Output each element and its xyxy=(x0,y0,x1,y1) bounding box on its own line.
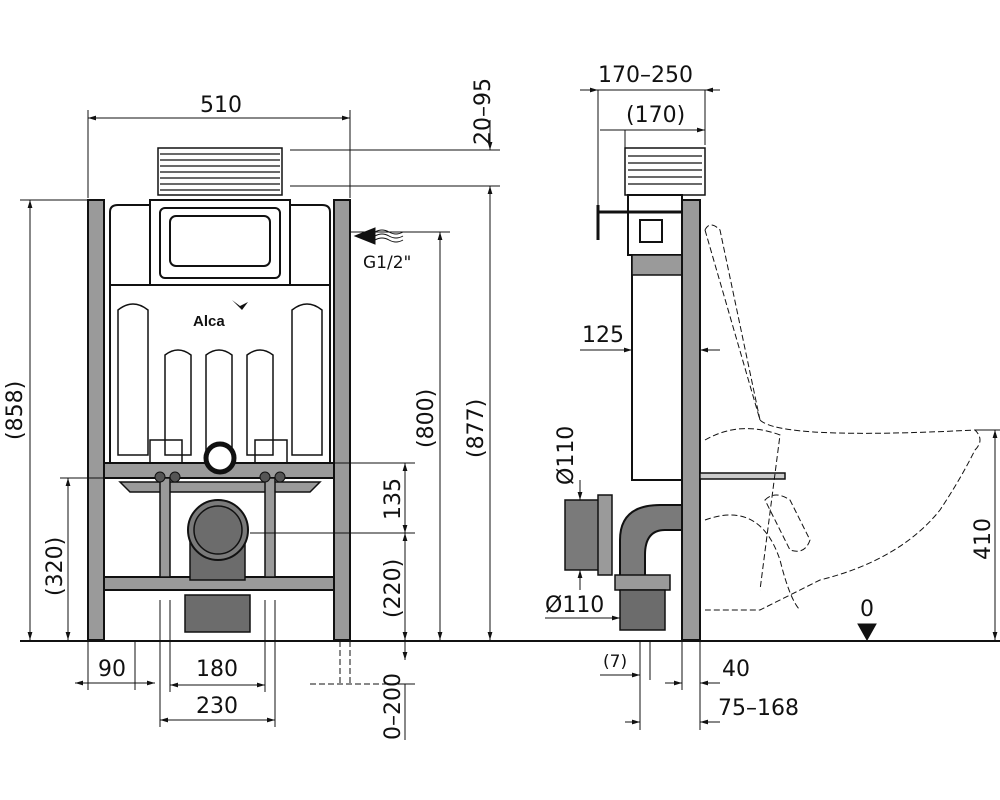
dim-drain-spacing: 180 xyxy=(196,657,238,682)
side-frame xyxy=(564,147,786,641)
dim-drain-height: (220) xyxy=(381,559,406,618)
dim-water-inlet: G1/2" xyxy=(363,253,411,273)
dim-offset-small: (7) xyxy=(603,652,627,672)
front-frame xyxy=(87,147,351,641)
dim-inlet-height: (800) xyxy=(414,389,439,448)
floor-zero-marker-icon xyxy=(857,623,877,642)
alca-logo: Alca xyxy=(193,313,225,330)
dim-cistern-depth: 125 xyxy=(582,323,624,348)
dim-offset-range: 75–168 xyxy=(718,696,799,721)
bird-logo-icon xyxy=(232,300,248,310)
dim-drain-diameter-top: Ø110 xyxy=(554,426,579,485)
floor-zero-label: 0 xyxy=(860,597,874,622)
side-dimension-lines xyxy=(545,87,1000,730)
dim-frame-height: (858) xyxy=(3,381,28,440)
dim-floor-range: 0–200 xyxy=(381,673,406,740)
dim-support-spacing: 230 xyxy=(196,694,238,719)
water-inlet-arrow-icon xyxy=(353,227,376,245)
dim-depth: (170) xyxy=(626,103,685,128)
dim-bowl-height: 410 xyxy=(971,518,996,560)
dim-crossbar-height: (320) xyxy=(43,537,68,596)
dim-drain-offset: 135 xyxy=(381,478,406,520)
dim-total-height: (877) xyxy=(464,399,489,458)
dim-width: 510 xyxy=(200,93,242,118)
dim-leg-width: 90 xyxy=(98,657,126,682)
dim-drain-diameter-bottom: Ø110 xyxy=(545,593,604,618)
toilet-outline xyxy=(704,224,981,611)
dim-frame-top-adjust: 20–95 xyxy=(471,78,496,145)
dim-depth-range: 170–250 xyxy=(598,63,693,88)
dim-offset-40: 40 xyxy=(722,657,750,682)
front-dimension-lines xyxy=(20,110,500,740)
